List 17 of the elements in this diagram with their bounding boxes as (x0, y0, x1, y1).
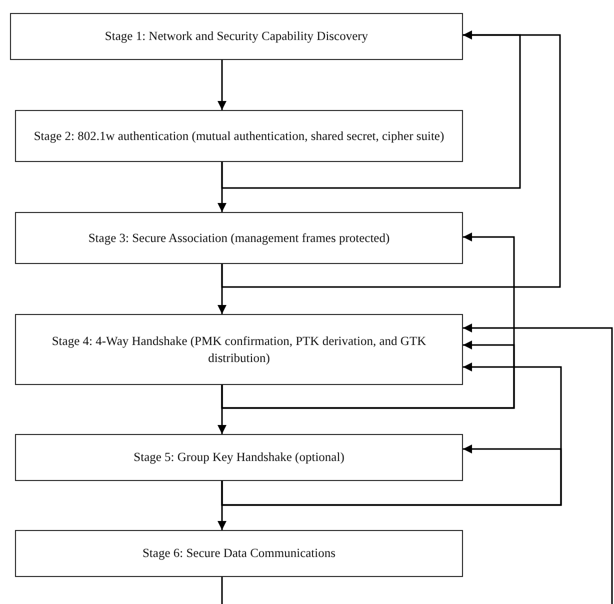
process-box (15, 212, 463, 264)
process-box (15, 314, 463, 385)
stage-label: Stage 3: Secure Association (management frames protected) (87, 230, 391, 246)
stage-label: Stage 1: Network and Security Capability Discovery (104, 28, 370, 45)
process-box (15, 110, 463, 162)
process-box (15, 530, 463, 577)
process-box (15, 434, 463, 481)
arrow (221, 340, 515, 409)
arrow (218, 60, 226, 110)
arrow (463, 324, 613, 604)
arrow (221, 444, 562, 506)
process-box (10, 13, 463, 60)
stage-label: Stage 5: Group Key Handshake (optional) (132, 449, 346, 466)
stage-label: Stage 4: 4-Way Handshake (PMK confirmation, PTK derivation, and GTK distribution) (50, 333, 428, 366)
arrow (221, 30, 561, 288)
stage-label: Stage 2: 802.1w authentication (mutual authentication, shared secret, cipher suite) (32, 128, 446, 144)
stage-label: Stage 6: Secure Data Communications (141, 545, 336, 562)
